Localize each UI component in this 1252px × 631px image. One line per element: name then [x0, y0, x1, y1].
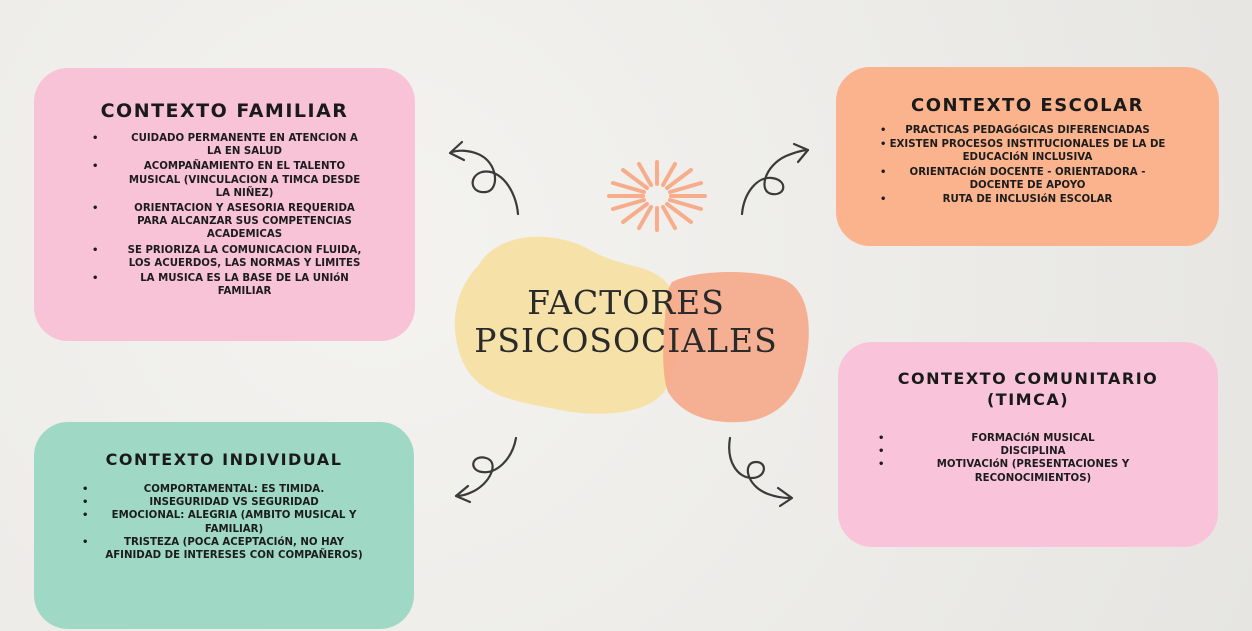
list-item: TRISTEZA (POCA ACEPTACIóN, NO HAY AFINID…: [56, 536, 392, 562]
starburst-icon: [607, 160, 707, 232]
list-item: ORIENTACIóN DOCENTE - ORIENTADORA - DOCE…: [858, 166, 1197, 192]
list-item: DISCIPLINA: [860, 445, 1196, 458]
list-item: EXISTEN PROCESOS INSTITUCIONALES DE LA D…: [858, 138, 1197, 164]
list-item: ORIENTACION Y ASESORIA REQUERIDA PARA AL…: [56, 202, 393, 242]
list-item: MOTIVACIóN (PRESENTACIONES Y RECONOCIMIE…: [860, 458, 1196, 484]
contexto-individual-box: CONTEXTO INDIVIDUAL COMPORTAMENTAL: ES T…: [34, 422, 414, 629]
box-title-line-2: (TIMCA): [986, 390, 1070, 409]
peach-blob-shape: [663, 272, 809, 423]
center-title-line-2: PSICOSOCIALES: [474, 321, 778, 360]
bullet-list: CUIDADO PERMANENTE EN ATENCION A LA EN S…: [56, 132, 393, 298]
list-item: SE PRIORIZA LA COMUNICACION FLUIDA, LOS …: [56, 244, 393, 270]
center-title: FACTORES PSICOSOCIALES: [470, 284, 782, 360]
box-title: CONTEXTO INDIVIDUAL: [105, 450, 343, 469]
list-item: FORMACIóN MUSICAL: [860, 432, 1196, 445]
list-item: CUIDADO PERMANENTE EN ATENCION A LA EN S…: [56, 132, 393, 158]
contexto-comunitario-box: CONTEXTO COMUNITARIO (TIMCA) FORMACIóN M…: [838, 342, 1218, 547]
list-item: LA MUSICA ES LA BASE DE LA UNIóN FAMILIA…: [56, 272, 393, 298]
list-item: EMOCIONAL: ALEGRIA (AMBITO MUSICAL Y FAM…: [56, 509, 392, 535]
list-item: INSEGURIDAD VS SEGURIDAD: [56, 496, 392, 509]
curly-arrow-top-left-icon: [448, 140, 520, 216]
contexto-escolar-box: CONTEXTO ESCOLAR PRACTICAS PEDAGóGICAS D…: [836, 67, 1219, 246]
box-title: CONTEXTO COMUNITARIO (TIMCA): [860, 368, 1196, 410]
box-title-line-1: CONTEXTO COMUNITARIO: [897, 369, 1159, 388]
bullet-list: PRACTICAS PEDAGóGICAS DIFERENCIADAS EXIS…: [858, 124, 1197, 206]
curly-arrow-top-right-icon: [740, 142, 810, 216]
box-title: CONTEXTO FAMILIAR: [100, 100, 349, 122]
curly-arrow-bottom-left-icon: [454, 436, 518, 504]
bullet-list: FORMACIóN MUSICAL DISCIPLINA MOTIVACIóN …: [860, 432, 1196, 485]
list-item: ACOMPAÑAMIENTO EN EL TALENTO MUSICAL (VI…: [56, 160, 393, 200]
contexto-familiar-box: CONTEXTO FAMILIAR CUIDADO PERMANENTE EN …: [34, 68, 415, 341]
yellow-blob-shape: [454, 236, 681, 414]
list-item: RUTA DE INCLUSIóN ESCOLAR: [858, 193, 1197, 206]
box-title: CONTEXTO ESCOLAR: [911, 95, 1144, 116]
center-title-line-1: FACTORES: [527, 283, 725, 322]
bullet-list: COMPORTAMENTAL: ES TIMIDA. INSEGURIDAD V…: [56, 483, 392, 562]
list-item: COMPORTAMENTAL: ES TIMIDA.: [56, 483, 392, 496]
curly-arrow-bottom-right-icon: [728, 436, 794, 508]
list-item: PRACTICAS PEDAGóGICAS DIFERENCIADAS: [858, 124, 1197, 137]
